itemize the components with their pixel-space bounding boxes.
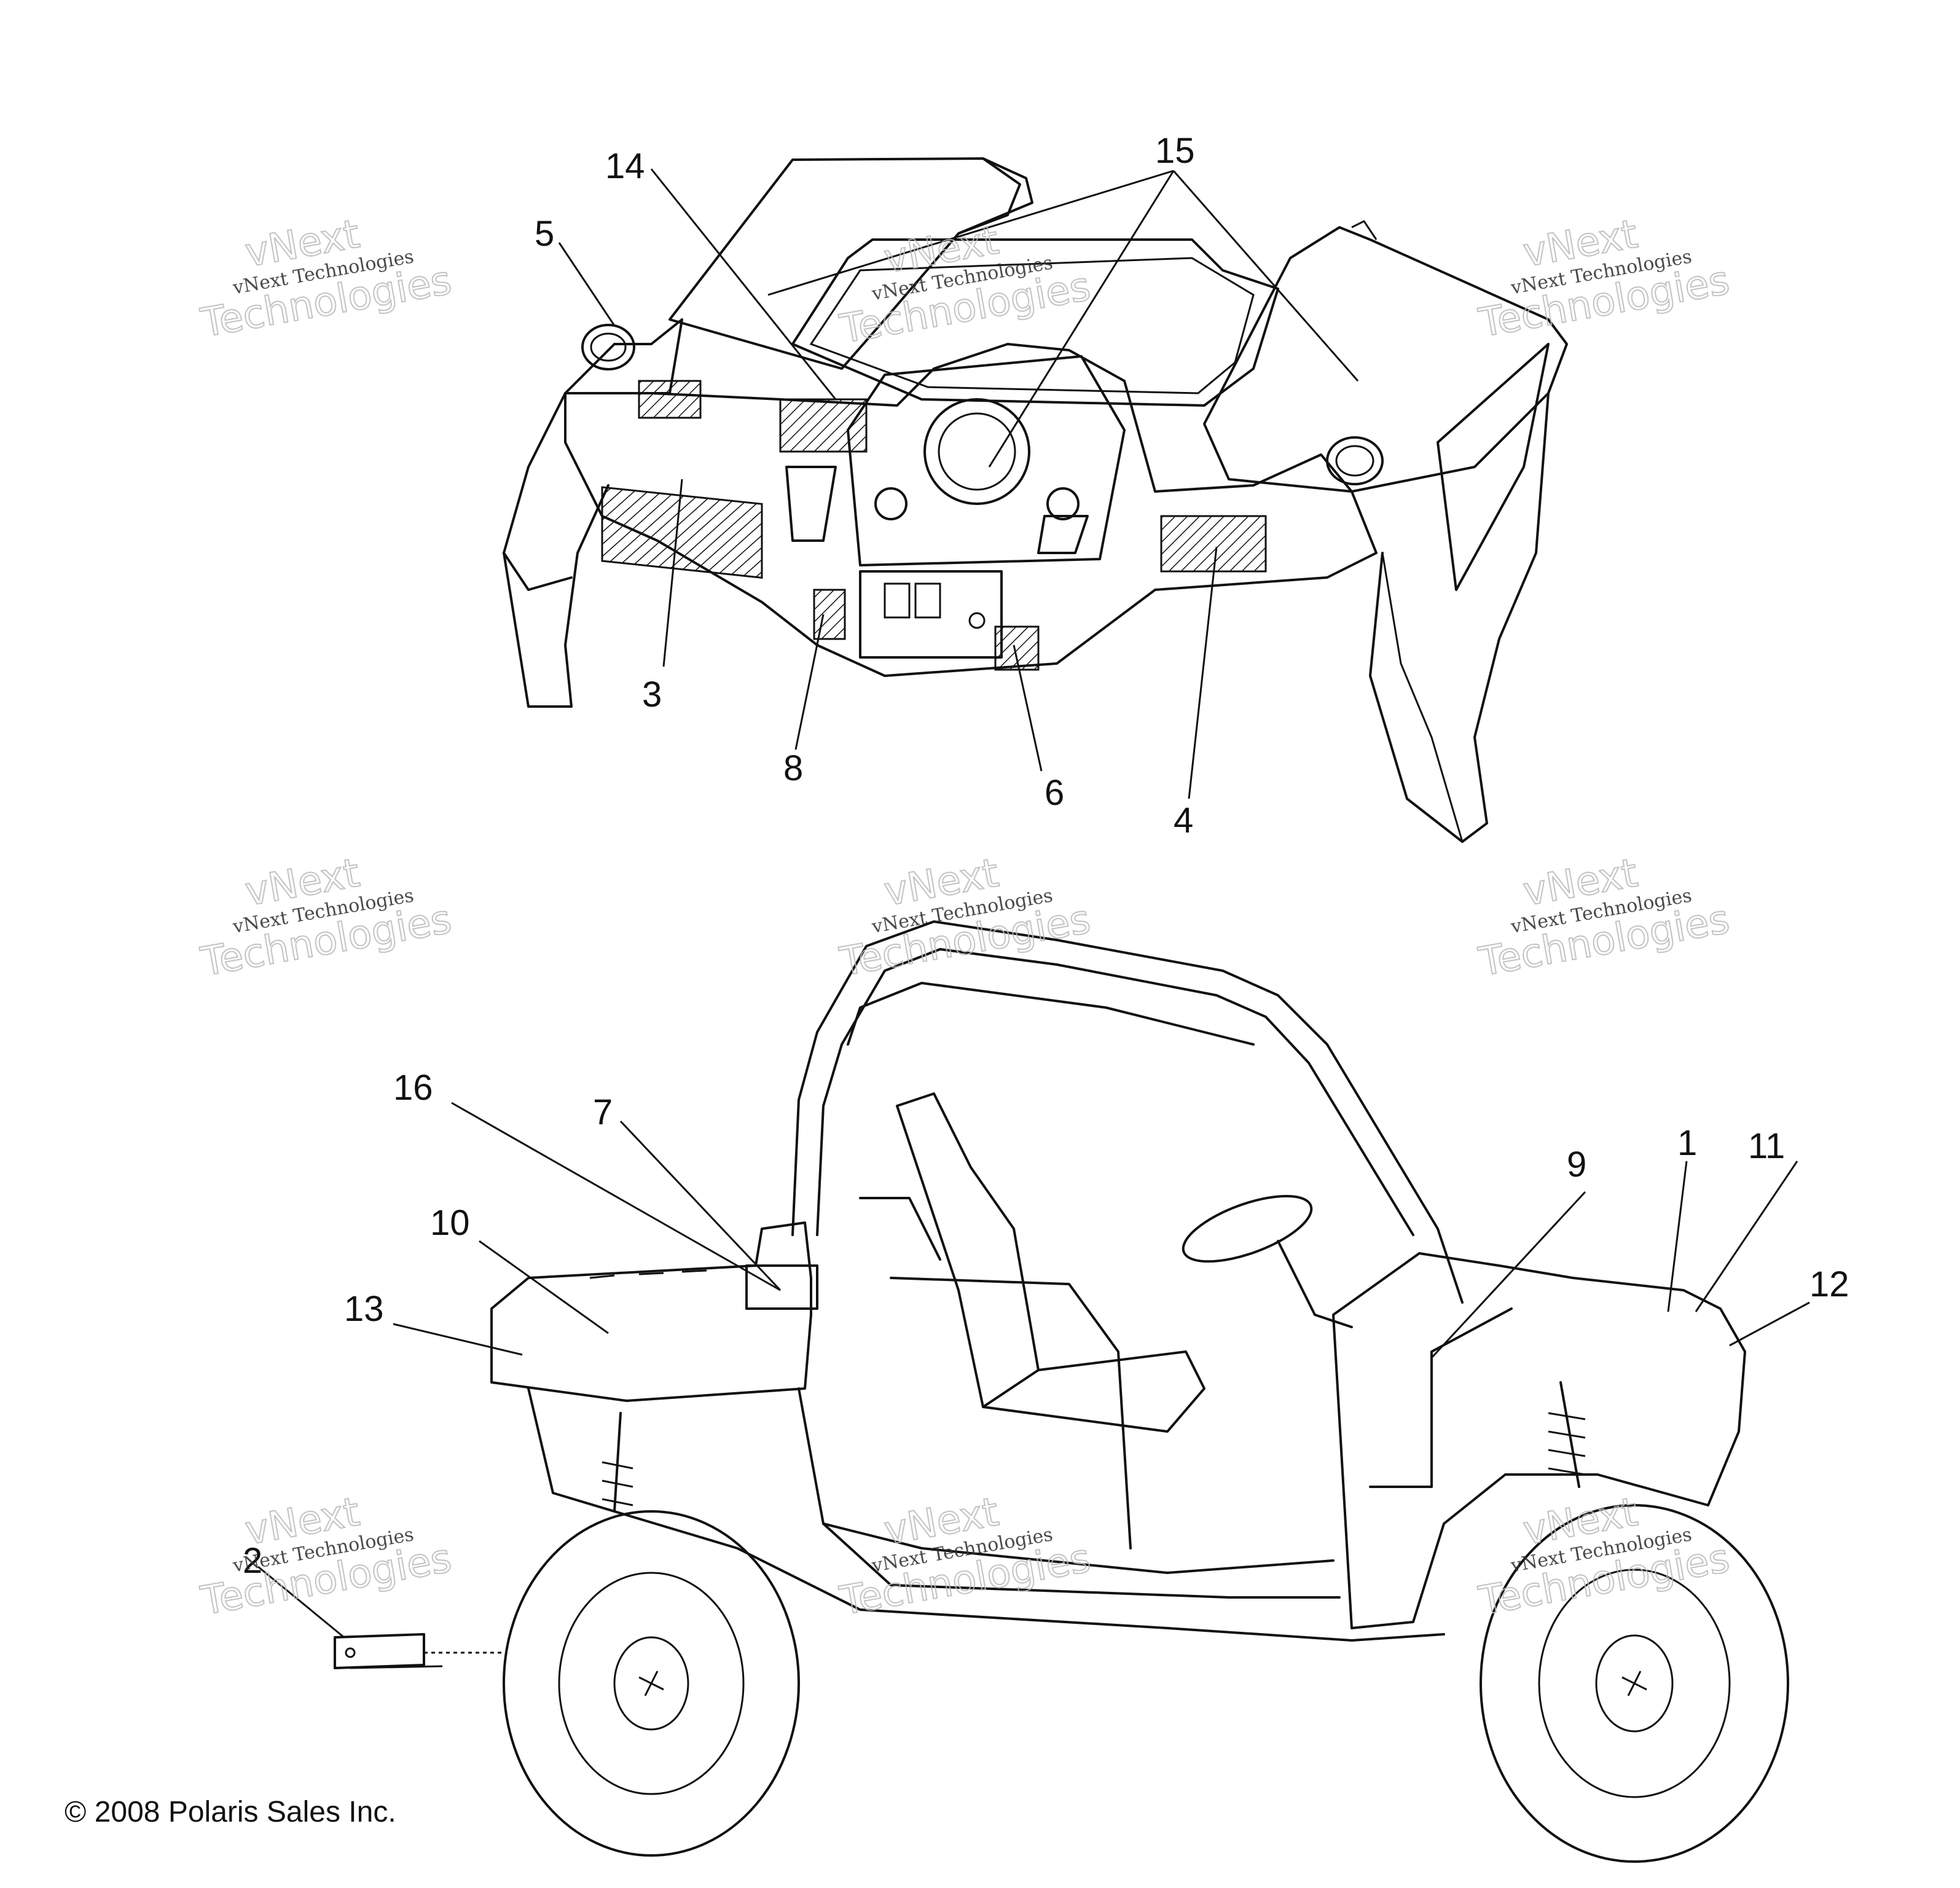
watermark-r1c1: vNext vNext Technologies Technologies	[197, 211, 456, 347]
callout-14: 14	[605, 146, 645, 186]
watermark-r3c1: vNext vNext Technologies Technologies	[197, 1489, 456, 1625]
callout-16: 16	[393, 1068, 433, 1108]
callout-15: 15	[1155, 131, 1195, 171]
watermarks: vNext vNext Technologies Technologies vN…	[197, 211, 1734, 1625]
decal-7-panel	[745, 1264, 818, 1310]
watermark-r2c1: vNext vNext Technologies Technologies	[197, 850, 456, 986]
callout-7: 7	[593, 1092, 613, 1132]
decal-14-hatch	[779, 398, 868, 453]
decal-3-hatch	[601, 486, 763, 579]
watermark-r3c3: vNext vNext Technologies Technologies	[1475, 1489, 1734, 1625]
decal-8-hatch	[813, 589, 846, 640]
callout-5: 5	[535, 214, 554, 254]
watermark-r1c3: vNext vNext Technologies Technologies	[1475, 211, 1734, 347]
callout-10: 10	[430, 1203, 470, 1243]
callout-2: 2	[243, 1541, 262, 1581]
callout-6: 6	[1045, 773, 1064, 813]
vehicle-side-illustration	[334, 920, 1789, 1863]
dashboard-hood-illustration	[503, 157, 1568, 843]
watermark-r3c2: vNext vNext Technologies Technologies	[836, 1489, 1095, 1625]
watermark-r2c3: vNext vNext Technologies Technologies	[1475, 850, 1734, 986]
copyright-notice: © 2008 Polaris Sales Inc.	[65, 1796, 396, 1828]
callout-3: 3	[642, 675, 662, 715]
callout-12: 12	[1809, 1264, 1849, 1304]
callout-1: 1	[1677, 1123, 1697, 1163]
leader-lines	[257, 168, 1810, 1639]
decal-5-side-hatch	[638, 380, 702, 419]
callout-8: 8	[783, 748, 803, 788]
callout-4: 4	[1174, 801, 1193, 840]
callout-labels: 14 15 5 3 8 6 4 16 7 10 13 9 1 11 12 2	[243, 131, 1849, 1581]
callout-13: 13	[344, 1289, 384, 1329]
callout-9: 9	[1567, 1145, 1586, 1185]
watermark-r1c2: vNext vNext Technologies Technologies	[836, 217, 1095, 353]
callout-11: 11	[1748, 1126, 1785, 1166]
decal-4-hatch	[1160, 515, 1267, 573]
